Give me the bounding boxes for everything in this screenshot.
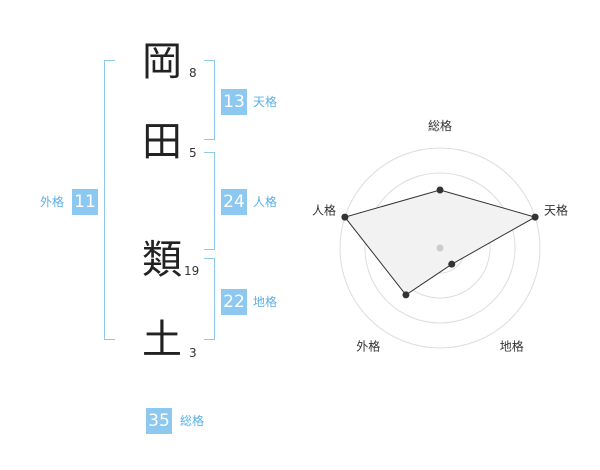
chikaku-badge: 22 xyxy=(221,289,247,315)
stroke-count-2: 5 xyxy=(189,146,197,160)
gaikaku-badge: 11 xyxy=(72,189,98,215)
stroke-count-1: 8 xyxy=(189,66,197,80)
radar-point-2 xyxy=(531,213,539,221)
radar-point-3 xyxy=(448,260,456,268)
jinkaku-label: 人格 xyxy=(253,195,278,209)
name-char-1: 岡 xyxy=(142,39,182,85)
radar-label-1: 総格 xyxy=(428,118,452,133)
radar-center-dot xyxy=(436,244,444,252)
radar-points xyxy=(341,186,539,299)
radar-polygon xyxy=(344,189,537,296)
gaikaku-label: 外格 xyxy=(40,195,65,209)
chikaku-label: 地格 xyxy=(253,295,278,309)
radar-point-1 xyxy=(436,186,444,194)
radar-label-3: 地格 xyxy=(500,339,524,354)
radar-label-2: 天格 xyxy=(544,202,568,217)
jinkaku-bracket xyxy=(204,152,215,250)
radar-ring xyxy=(364,172,516,324)
tenkaku-badge: 13 xyxy=(221,89,247,115)
jinkaku-badge: 24 xyxy=(221,189,247,215)
chikaku-bracket xyxy=(204,258,215,340)
name-char-2: 田 xyxy=(142,119,182,165)
radar-point-4 xyxy=(402,291,410,299)
gaikaku-bracket xyxy=(104,60,115,340)
soukaku-badge: 35 xyxy=(146,408,172,434)
radar-point-5 xyxy=(341,213,349,221)
stroke-count-3: 19 xyxy=(184,264,200,278)
name-char-3: 類 xyxy=(142,237,182,283)
stroke-count-4: 3 xyxy=(189,346,197,360)
radar-label-5: 人格 xyxy=(312,202,336,217)
soukaku-label: 総格 xyxy=(180,414,205,428)
name-char-4: 土 xyxy=(142,317,182,363)
tenkaku-label: 天格 xyxy=(253,95,278,109)
tenkaku-bracket xyxy=(204,60,215,140)
radar-label-4: 外格 xyxy=(356,339,380,354)
